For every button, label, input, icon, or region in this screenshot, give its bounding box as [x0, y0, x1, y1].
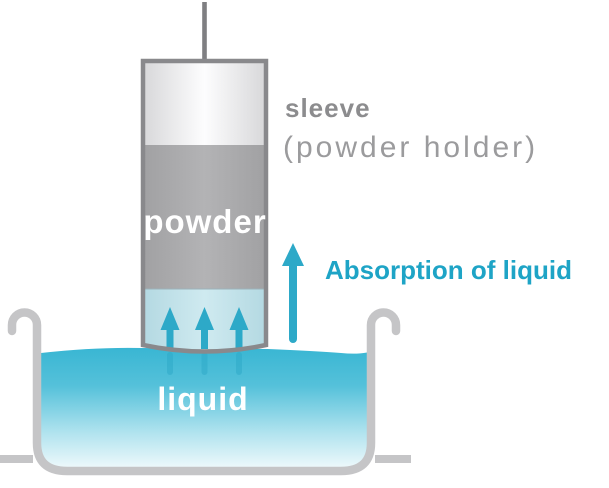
powder-label: powder	[143, 203, 266, 240]
three-up-arrows-icon	[160, 307, 249, 349]
holder-rod	[202, 2, 207, 61]
bench-line-right	[375, 455, 411, 463]
sleeve-cylinder: powder	[140, 58, 269, 354]
sleeve-sublabel: (powder holder)	[283, 131, 538, 164]
liquid-body	[41, 347, 367, 467]
sleeve-empty-section	[144, 61, 265, 145]
dish-outline	[7, 308, 401, 476]
sleeve-label: sleeve	[285, 93, 371, 123]
up-arrow-icon	[282, 243, 304, 343]
wicking-front-line	[144, 288, 265, 290]
bench-line-left	[0, 455, 33, 463]
powder-section	[144, 145, 265, 289]
absorption-label: Absorption of liquid	[325, 255, 572, 285]
liquid-label: liquid	[157, 381, 248, 417]
sleeve-outline	[140, 58, 269, 354]
three-up-arrows-icon-tails	[167, 352, 242, 375]
